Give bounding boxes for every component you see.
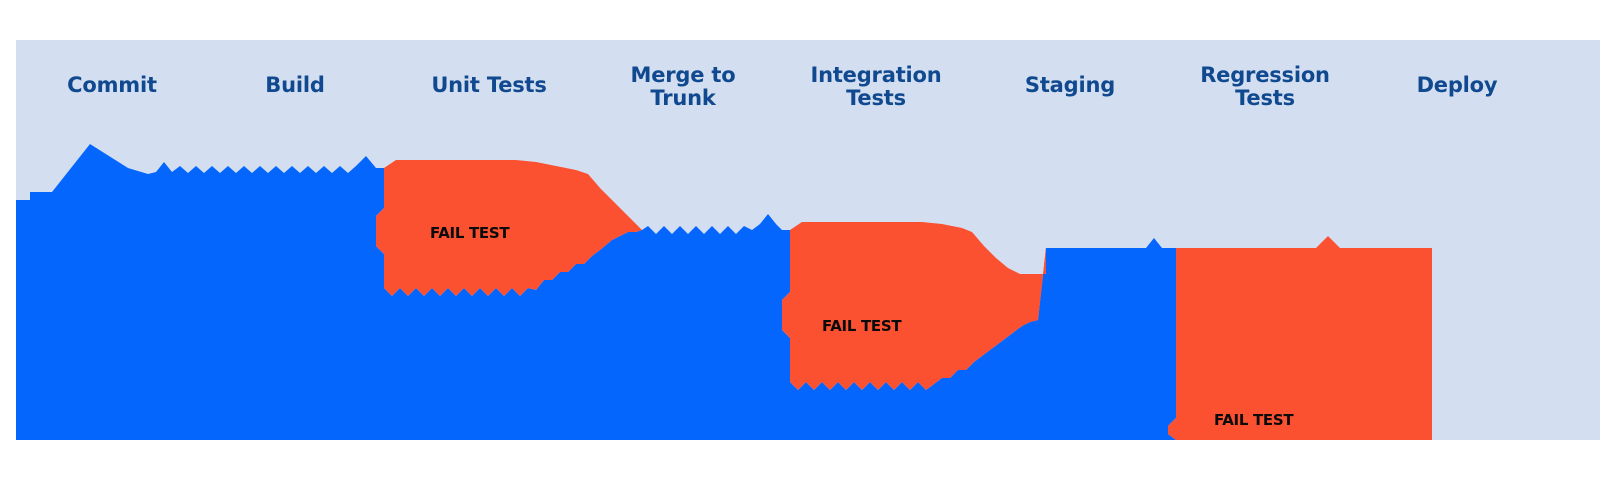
fail-region-integration-tests-column: [1020, 248, 1046, 326]
stage-label-merge-to-trunk: Merge to Trunk: [630, 63, 736, 110]
fail-test-label-integration-tests: FAIL TEST: [822, 317, 902, 335]
fail-test-label-unit-tests: FAIL TEST: [430, 224, 510, 242]
stage-label-unit-tests: Unit Tests: [431, 73, 547, 97]
fail-test-label-regression-tests: FAIL TEST: [1214, 411, 1294, 429]
stage-label-integration-tests: Integration Tests: [810, 63, 942, 110]
stage-label-build: Build: [265, 73, 325, 97]
pass-region-blue: [16, 144, 1176, 440]
stage-label-deploy: Deploy: [1416, 73, 1498, 97]
fail-region-integration-tests: [782, 222, 1046, 390]
stage-label-regression-tests: Regression Tests: [1200, 63, 1330, 110]
stage-label-staging: Staging: [1024, 73, 1116, 97]
fail-region-unit-tests: [376, 160, 642, 296]
pipeline-panel: Commit Build Unit Tests Merge to Trunk I…: [16, 40, 1600, 440]
fail-region-regression-tests: [1168, 236, 1432, 440]
pipeline-area-chart: [16, 144, 1432, 440]
stage-label-commit: Commit: [67, 73, 157, 97]
